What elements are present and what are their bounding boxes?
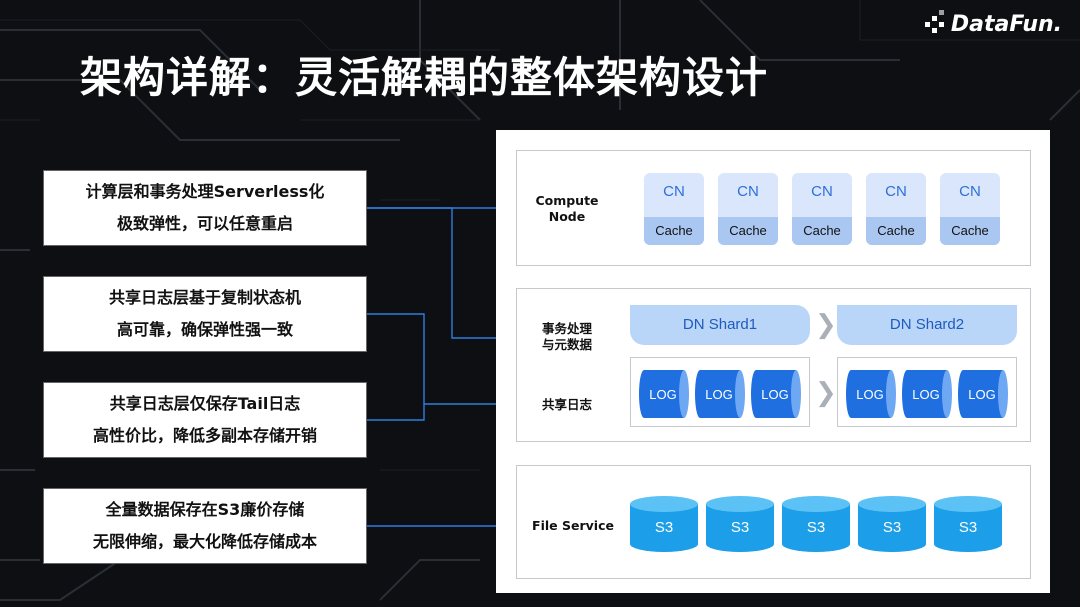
feature-box-s3: 全量数据保存在S3廉价存储 无限伸缩，最大化降低存储成本 xyxy=(43,488,367,564)
s3-cylinder: S3 xyxy=(934,496,1002,552)
svg-text:LOG: LOG xyxy=(912,387,939,402)
dn-shard-2: DN Shard2 xyxy=(837,305,1017,345)
svg-text:LOG: LOG xyxy=(649,387,676,402)
feature-line: 高性价比，降低多副本存储开销 xyxy=(92,426,317,445)
svg-text:LOG: LOG xyxy=(705,387,732,402)
log-cylinder: LOG xyxy=(695,370,745,418)
feature-line: 全量数据保存在S3廉价存储 xyxy=(105,500,305,519)
svg-text:S3: S3 xyxy=(731,519,749,536)
log-cylinder: LOG xyxy=(639,370,689,418)
feature-line: 计算层和事务处理Serverless化 xyxy=(85,182,325,201)
feature-line: 无限伸缩，最大化降低存储成本 xyxy=(92,532,317,551)
svg-text:LOG: LOG xyxy=(968,387,995,402)
feature-line: 极致弹性，可以任意重启 xyxy=(116,214,293,233)
s3-cylinder: S3 xyxy=(858,496,926,552)
feature-line: 共享日志层仅保存Tail日志 xyxy=(109,394,301,413)
page-title: 架构详解：灵活解耦的整体架构设计 xyxy=(80,53,769,102)
logo-text: DataFun. xyxy=(950,12,1062,37)
compute-label: Compute Node xyxy=(535,193,599,224)
svg-text:LOG: LOG xyxy=(761,387,788,402)
svg-text:LOG: LOG xyxy=(856,387,883,402)
logo-mark-icon xyxy=(924,9,947,36)
log-group-2: LOG LOG LOG xyxy=(837,357,1017,427)
datafun-logo: DataFun. xyxy=(924,9,1062,37)
svg-text:S3: S3 xyxy=(807,519,825,536)
svg-text:S3: S3 xyxy=(959,519,977,536)
shared-log-label: 共享日志 xyxy=(541,397,592,412)
log-cylinder: LOG xyxy=(751,370,801,418)
svg-text:S3: S3 xyxy=(655,519,673,536)
svg-text:S3: S3 xyxy=(883,519,901,536)
log-cylinder: LOG xyxy=(902,370,952,418)
log-group-1: LOG LOG LOG xyxy=(630,357,810,427)
s3-cylinder: S3 xyxy=(706,496,774,552)
dn-label: 事务处理 与元数据 xyxy=(541,321,592,352)
dn-shard-1: DN Shard1 xyxy=(630,305,810,345)
dn-section: 事务处理 与元数据 共享日志 DN Shard1 ❯ DN Shard2 LOG… xyxy=(516,288,1031,442)
file-service-section: File Service S3 S3 S3 S3 S3 xyxy=(516,465,1031,579)
s3-cylinder: S3 xyxy=(630,496,698,552)
feature-box-shared-log: 共享日志层基于复制状态机 高可靠，确保弹性强一致 xyxy=(43,276,367,352)
feature-box-compute: 计算层和事务处理Serverless化 极致弹性，可以任意重启 xyxy=(43,170,367,246)
log-cylinder: LOG xyxy=(958,370,1008,418)
feature-box-tail-log: 共享日志层仅保存Tail日志 高性价比，降低多副本存储开销 xyxy=(43,382,367,458)
chevron-right-icon: ❯ xyxy=(815,309,837,339)
chevron-right-icon: ❯ xyxy=(815,377,837,407)
feature-line: 高可靠，确保弹性强一致 xyxy=(116,320,293,339)
s3-cylinder: S3 xyxy=(782,496,850,552)
log-cylinder: LOG xyxy=(846,370,896,418)
feature-line: 共享日志层基于复制状态机 xyxy=(108,288,301,307)
file-service-label: File Service xyxy=(532,518,614,533)
